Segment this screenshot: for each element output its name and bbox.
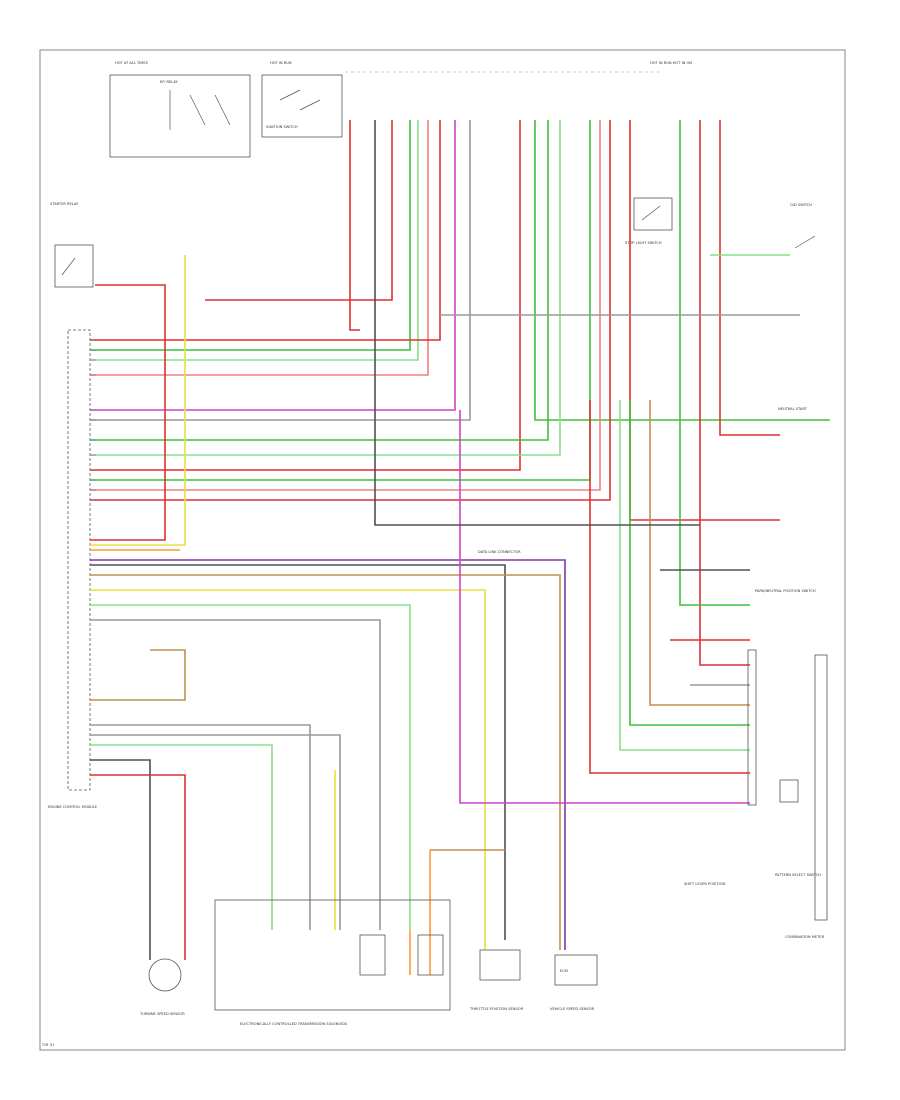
wire-red-7 [90,284,166,541]
combination-meter: PATTERN SELECT SWITCH COMBINATION METER [775,654,828,939]
wire-lightgreen-1 [90,120,419,361]
throttle-position-sensor: THROTTLE POSITION SENSOR [469,949,524,1011]
efi-relay-label: EFI RELAY [160,80,179,84]
wire-gray-7 [374,120,700,526]
wire-red-3 [90,120,441,341]
wire-red-8 [90,774,186,960]
efi-relay-box: EFI RELAY [109,74,251,158]
wire-red-4 [90,120,521,471]
wire-yellow-1 [90,589,486,950]
combination-meter-label: COMBINATION METER [785,935,825,939]
vss-label: VEHICLE SPEED SENSOR [550,1007,595,1011]
solenoids-label: ELECTRONICALLY CONTROLLED TRANSMISSION S… [240,1022,348,1026]
starter-relay-label: STARTER RELAY [50,202,79,206]
wire-lightgreen-2 [90,120,561,456]
wire-violet-1 [90,559,566,950]
wire-lightgreen-4 [90,744,273,930]
wire-green-5 [679,120,750,606]
wire-red-6 [629,120,780,521]
pattern-select-label: PATTERN SELECT SWITCH [775,873,821,877]
ecm-pins [90,339,96,501]
wire-green-3 [90,120,549,441]
shift-lever-label: SHIFT LEVER POSITION [684,882,725,886]
wire-darkgray-2 [90,759,151,960]
wire-green-6 [629,400,750,726]
throttle-sensor-label: THROTTLE POSITION SENSOR [469,1007,524,1011]
wire-red-9 [699,120,750,666]
vehicle-speed-sensor: ECM VEHICLE SPEED SENSOR [550,954,598,1011]
wire-gray-4 [90,734,341,930]
diagram-frame [39,49,846,1051]
park-neutral-label: PARK/NEUTRAL POSITION SWITCH [755,589,816,593]
wire-group [90,120,830,975]
overdrive-switch-label: O/D SWITCH [790,203,812,207]
wire-purple-2 [459,410,750,804]
top-fuse-3-label: HOT IN RUN HOT IN ON [650,61,692,65]
wire-gray-3 [90,724,311,930]
ecm-connector: ENGINE CONTROL MODULE [48,329,98,809]
stop-light-switch: STOP LIGHT SWITCH [625,197,673,245]
wire-tan-1 [90,574,561,950]
wire-red-10 [719,120,780,436]
wire-gray-1 [90,120,471,421]
wire-gray-2 [90,619,381,930]
turbine-sensor-label: TURBINE SPEED SENSOR [139,1012,185,1016]
wire-red-2 [205,120,393,301]
wire-pink-1 [90,120,429,376]
top-fuse-2-label: HOT IN RUN [270,61,292,65]
wire-red-1 [349,120,360,331]
wire-red-5 [90,120,611,501]
overdrive-switch: O/D SWITCH [790,203,816,249]
turbine-speed-sensor: TURBINE SPEED SENSOR [139,958,185,1016]
solenoid-box: ELECTRONICALLY CONTROLLED TRANSMISSION S… [214,899,451,1026]
wire-purple-1 [90,120,456,411]
starter-relay: STARTER RELAY [50,202,94,288]
wire-darkgray-1 [90,564,506,940]
wire-green-1 [90,120,411,351]
ignition-switch-label: IGNITION SWITCH [266,125,298,129]
wire-lightgreen-5 [619,400,750,751]
ecm-label: ENGINE CONTROL MODULE [48,805,98,809]
wire-yellow-2 [90,255,186,546]
ecm-box-label: ECM [560,969,568,973]
neutral-start-label: NEUTRAL START [778,407,808,411]
park-neutral-switch: PARK/NEUTRAL POSITION SWITCH SHIFT LEVER… [684,407,816,886]
wire-green-2 [534,120,830,421]
wire-tan-3 [649,400,750,706]
ignition-switch-box: IGNITION SWITCH [261,74,343,138]
data-link-connector-label: DATA LINK CONNECTOR [478,550,521,554]
stop-light-switch-label: STOP LIGHT SWITCH [625,241,662,245]
wire-lightgreen-3 [90,604,411,930]
wire-pink-2 [90,120,601,491]
wire-tan-2 [90,649,186,701]
top-fuse-1-label: HOT AT ALL TIMES [115,61,149,65]
wire-red-11 [589,400,750,774]
corner-code: TCM 01 [42,1043,54,1047]
data-link-connector: DATA LINK CONNECTOR [478,550,521,554]
